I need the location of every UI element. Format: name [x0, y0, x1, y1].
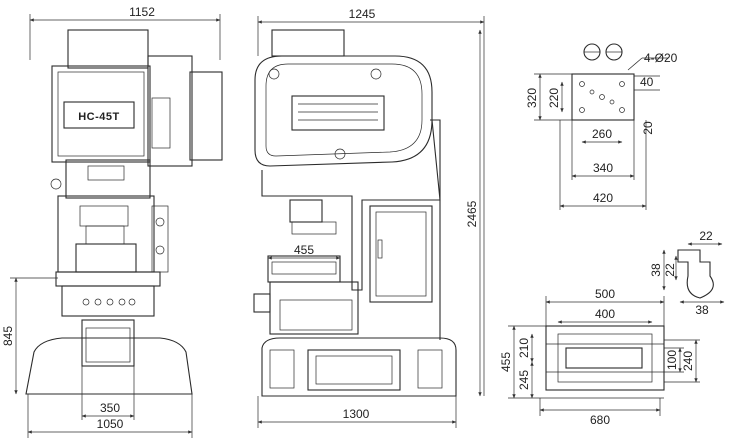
bolster-dim-500: 500 [595, 287, 615, 301]
tslot-dim-38-bottom: 38 [695, 303, 709, 317]
tslot-dim-22-top: 22 [699, 229, 713, 243]
bolster-dim-210: 210 [517, 338, 531, 358]
front-dim-base-width: 1050 [97, 417, 124, 431]
bolster-dim-680: 680 [590, 413, 610, 427]
model-label: HC-45T [78, 111, 120, 123]
side-dim-throat: 455 [294, 243, 314, 257]
model-label-plate [63, 101, 135, 129]
bolster-dim-245: 245 [517, 370, 531, 390]
slide-hole-spec: 4-Ø20 [644, 51, 678, 65]
front-dim-bolster-width: 350 [100, 401, 120, 415]
bolster-dim-400: 400 [595, 307, 615, 321]
slide-dim-320: 320 [525, 88, 539, 108]
slide-dim-420: 420 [593, 191, 613, 205]
slide-dim-260: 260 [592, 127, 612, 141]
slide-dim-20: 20 [641, 121, 655, 135]
side-dim-base-width: 1300 [343, 407, 370, 421]
slide-dim-220: 220 [547, 88, 561, 108]
side-view: 1245 1300 455 2465 [253, 7, 485, 428]
bolster-dim-240: 240 [681, 351, 695, 371]
tslot-dim-38-left: 38 [649, 263, 663, 277]
slide-bottom-view: 4-Ø20 40 20 320 220 260 340 420 [525, 43, 678, 210]
front-dim-height: 845 [1, 326, 15, 346]
slide-dim-40: 40 [640, 75, 654, 89]
tslot-dim-22-left: 22 [663, 263, 677, 277]
bolster-dim-455: 455 [499, 352, 513, 372]
side-dim-top-width: 1245 [349, 7, 376, 21]
side-dim-total-height: 2465 [465, 200, 479, 227]
bolster-dim-100: 100 [665, 350, 679, 370]
front-view: HC-45T 1152 [1, 5, 223, 438]
front-dim-total-width: 1152 [129, 5, 155, 19]
bolster-view: 500 400 455 210 245 100 240 680 [499, 287, 700, 427]
tslot-view: 22 38 22 38 [649, 229, 725, 317]
slide-dim-340: 340 [593, 161, 613, 175]
